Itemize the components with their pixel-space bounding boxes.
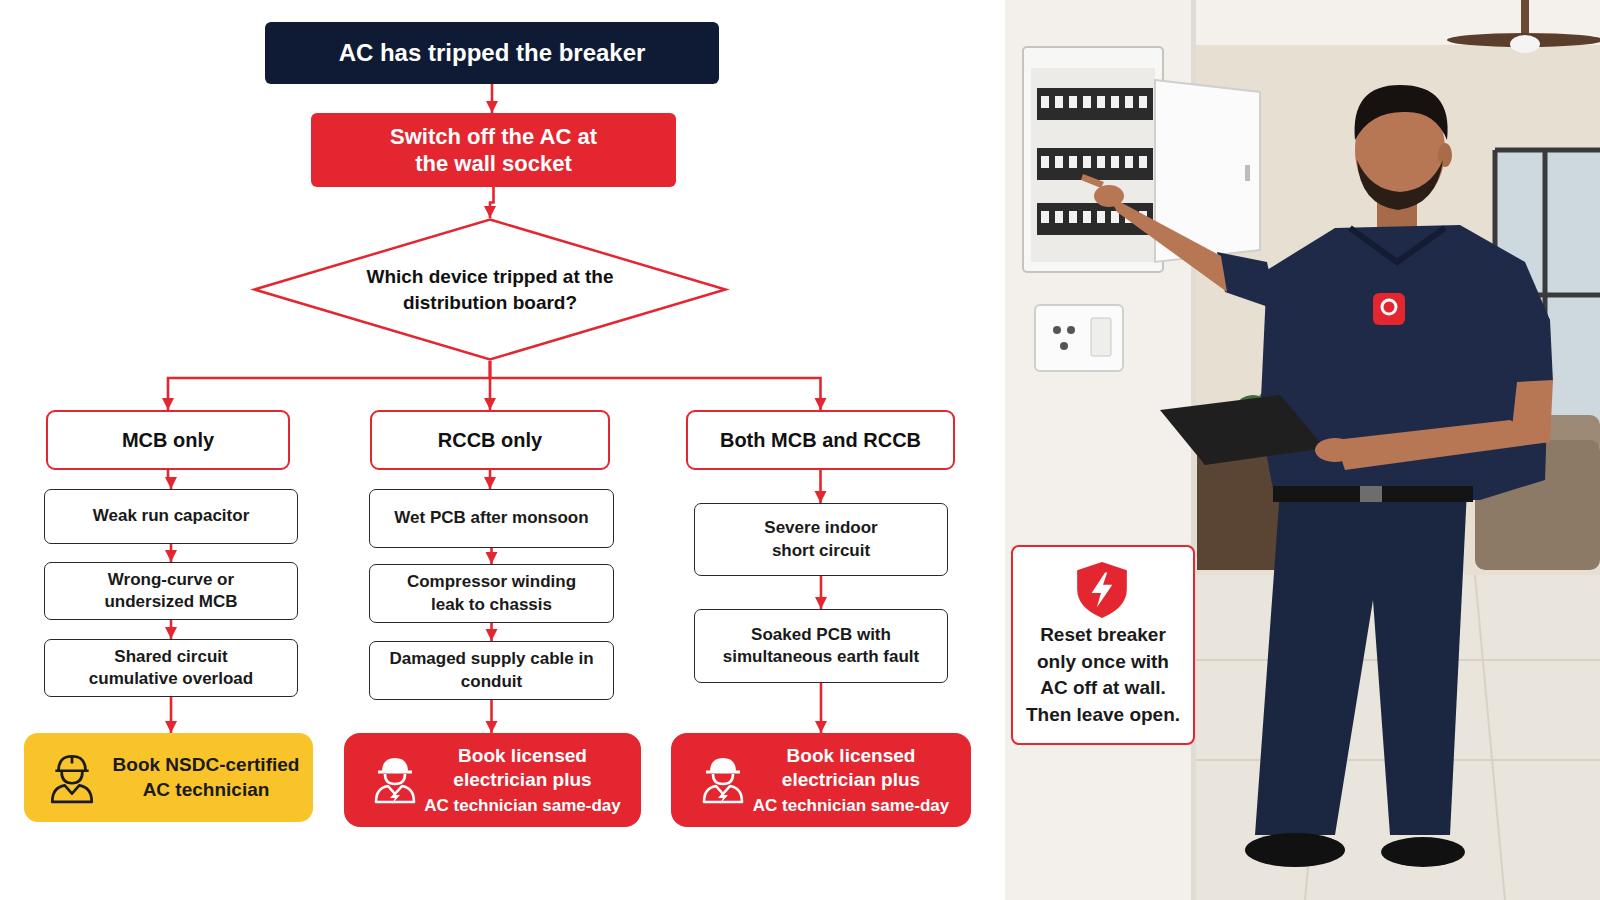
polo-shirt xyxy=(1260,225,1550,500)
node-text: RCCB only xyxy=(438,429,542,452)
trousers xyxy=(1255,490,1467,835)
flow-arrow xyxy=(170,544,173,562)
node-text: MCB only xyxy=(122,429,214,452)
socket-hole xyxy=(1053,326,1061,334)
flow-arrow xyxy=(820,683,823,733)
belt xyxy=(1273,486,1473,502)
distribution-board xyxy=(1023,47,1163,272)
node-text: Weak run capacitor xyxy=(93,505,250,527)
beard xyxy=(1357,160,1443,210)
node-text: Book licensed electrician plus xyxy=(754,744,949,792)
socket-hole xyxy=(1060,342,1068,350)
diamond-shape xyxy=(255,220,726,360)
belt-buckle xyxy=(1360,486,1382,502)
flow-arrow xyxy=(490,187,494,218)
node-text: Both MCB and RCCB xyxy=(720,429,921,452)
electrician-icon xyxy=(370,750,420,806)
decision-diamond: Which device tripped at the distribution… xyxy=(253,218,727,361)
node-text: AC has tripped the breaker xyxy=(339,39,646,67)
start-box: AC has tripped the breaker xyxy=(265,22,719,84)
diamond-outline xyxy=(253,218,727,361)
node-text: Damaged supply cable in conduit xyxy=(382,648,602,692)
flow-arrow xyxy=(490,623,493,641)
cause-box: Shared circuit cumulative overload xyxy=(44,639,298,697)
socket-hole xyxy=(1067,326,1075,334)
node-text: Compressor winding leak to chassis xyxy=(394,571,589,615)
cause-box: Severe indoor short circuit xyxy=(694,503,948,576)
fan-rod xyxy=(1521,0,1529,36)
flow-arrow xyxy=(170,697,173,733)
sleeve xyxy=(1217,252,1277,310)
flow-arrow xyxy=(490,361,821,410)
breaker-toggles xyxy=(1041,156,1147,168)
shield-icon xyxy=(1073,560,1131,620)
shoe xyxy=(1245,833,1345,867)
action-box: Book licensed electrician plus AC technic… xyxy=(344,733,641,827)
node-text: Shared circuit cumulative overload xyxy=(74,646,269,690)
cause-box: Compressor winding leak to chassis xyxy=(369,564,614,623)
branch-box: MCB only xyxy=(46,410,290,470)
flow-arrow xyxy=(489,361,492,410)
fan-light xyxy=(1510,35,1540,53)
collar xyxy=(1350,228,1445,262)
action-box: Switch off the AC at the wall socket xyxy=(311,113,676,187)
clipboard xyxy=(1160,395,1325,465)
flow-arrow xyxy=(491,84,494,113)
flow-arrow xyxy=(170,620,173,639)
technician-icon xyxy=(46,750,98,804)
shoe xyxy=(1381,837,1465,867)
breaker-row xyxy=(1037,148,1153,180)
node-text: Which device tripped at the distribution… xyxy=(340,264,640,315)
node-text: Wrong-curve or undersized MCB xyxy=(74,569,269,613)
ear xyxy=(1438,143,1452,167)
door-latch xyxy=(1245,165,1250,181)
sleeve xyxy=(1505,265,1553,386)
branch-box: RCCB only xyxy=(370,410,610,470)
cause-box: Damaged supply cable in conduit xyxy=(369,641,614,700)
room-wall xyxy=(1195,0,1600,575)
helmet-brim xyxy=(706,771,740,774)
logo-mark xyxy=(1382,300,1396,314)
node-text: Switch off the AC at the wall socket xyxy=(378,123,610,178)
breaker-row xyxy=(1037,88,1153,120)
flow-arrow xyxy=(168,361,490,410)
cause-box: Weak run capacitor xyxy=(44,489,298,544)
branch-box: Both MCB and RCCB xyxy=(686,410,955,470)
forearm xyxy=(1335,420,1550,470)
board-interior xyxy=(1031,68,1155,262)
hand xyxy=(1094,185,1124,207)
node-text: Book NSDC-certified AC technician xyxy=(104,753,309,802)
action-box: Book NSDC-certified AC technician xyxy=(24,733,313,822)
flow-arrow xyxy=(819,470,822,503)
node-text: Book licensed electrician plus xyxy=(425,744,620,792)
helmet-brim xyxy=(378,771,412,774)
node-subtext: AC technician same-day xyxy=(753,795,950,816)
flow-arrow xyxy=(490,548,493,564)
node-text: Wet PCB after monsoon xyxy=(394,507,588,529)
breaker-toggles xyxy=(1041,96,1147,108)
pointing-finger xyxy=(1081,174,1104,188)
node-text: Soaked PCB with simultaneous earth fault xyxy=(706,624,936,668)
node-text: Reset breaker only once with AC off at w… xyxy=(1022,622,1184,728)
hair xyxy=(1355,85,1448,140)
flow-arrow xyxy=(489,470,492,489)
cause-box: Soaked PCB with simultaneous earth fault xyxy=(694,609,948,683)
wall-socket xyxy=(1035,305,1123,371)
cause-box: Wrong-curve or undersized MCB xyxy=(44,562,298,620)
logo-badge xyxy=(1373,293,1405,325)
cause-box: Wet PCB after monsoon xyxy=(369,489,614,548)
socket-switch xyxy=(1091,318,1111,356)
node-subtext: AC technician same-day xyxy=(424,795,621,816)
flow-arrow xyxy=(490,700,493,733)
node-text: Severe indoor short circuit xyxy=(746,517,896,561)
technician-illustration xyxy=(1005,0,1600,900)
hand xyxy=(1315,438,1355,462)
flow-arrow xyxy=(168,470,171,489)
forearm xyxy=(1109,196,1227,292)
flow-arrow xyxy=(820,576,823,609)
electrician-icon xyxy=(698,750,748,806)
lightning xyxy=(1092,572,1113,607)
